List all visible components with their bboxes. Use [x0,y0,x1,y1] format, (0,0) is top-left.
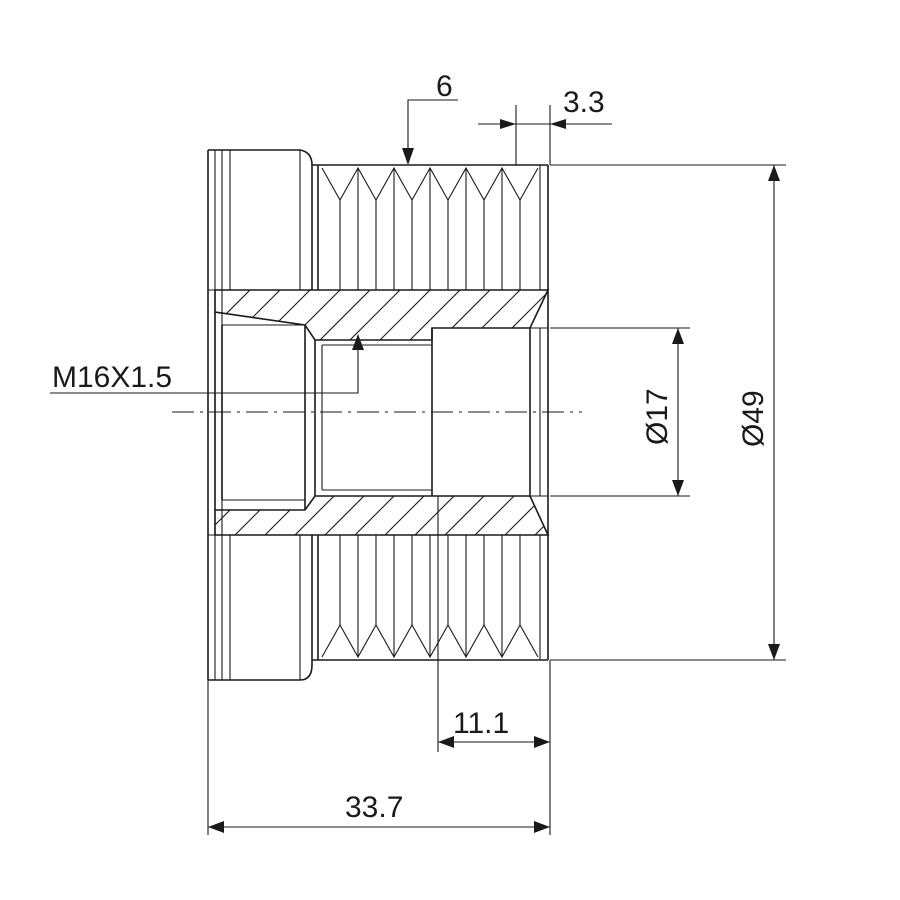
dim-overall-length-label: 33.7 [345,791,403,824]
dim-bore-diameter: Ø17 [550,327,690,497]
dim-bore-depth-label: 11.1 [453,707,509,740]
dim-outer-diameter: Ø49 [550,164,786,661]
dim-groove-pitch-label: 6 [436,70,453,103]
dim-end-offset-label: 3.3 [563,86,605,119]
dim-bore-diameter-label: Ø17 [641,388,674,445]
hub-section [214,289,550,536]
dim-groove-pitch: 6 [402,70,458,165]
dim-end-offset: 3.3 [478,86,612,165]
dim-outer-diameter-label: Ø49 [737,390,770,447]
dim-bore-depth: 11.1 [437,496,551,835]
pulley-body [172,149,582,681]
dim-overall-length: 33.7 [207,680,550,835]
dim-thread-label: M16X1.5 [52,361,172,394]
dim-thread: M16X1.5 [50,334,364,394]
collar [207,149,313,681]
groove-section [312,164,549,661]
